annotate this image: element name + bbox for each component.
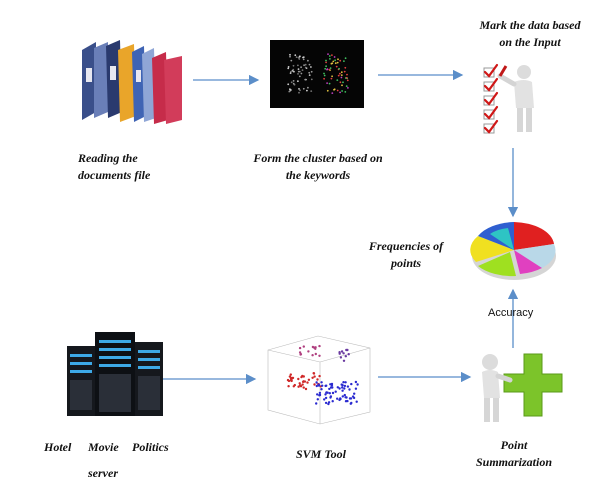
label-svm: SVM Tool: [296, 447, 346, 461]
label-frequencies: Frequencies of points: [350, 238, 462, 272]
binders-icon: [82, 40, 182, 124]
label-politics: Politics: [132, 440, 169, 454]
label-hotel: Hotel: [44, 440, 72, 454]
server-rack-icon: [67, 332, 163, 416]
label-point-line2: Summarization: [475, 455, 553, 469]
label-point-line1: Point: [500, 438, 528, 452]
label-reading-line2: documents file: [78, 168, 151, 182]
label-movie: Movie: [88, 440, 119, 454]
label-frequencies-line1: Frequencies of: [368, 239, 444, 253]
pie-chart-icon: [470, 222, 556, 280]
label-cluster: Form the cluster based on the keywords: [238, 150, 398, 184]
label-cluster-line2: the keywords: [285, 168, 351, 182]
label-frequencies-line2: points: [390, 256, 421, 270]
scatter-plot-icon: [267, 335, 371, 425]
checklist-figure-icon: [483, 63, 534, 134]
label-mark: Mark the data based on the Input: [462, 17, 598, 51]
label-cluster-line1: Form the cluster based on: [253, 151, 383, 165]
label-reading-line1: Reading the: [78, 151, 138, 165]
cluster-visualization-icon: [270, 40, 364, 108]
label-accuracy: Accuracy: [488, 307, 534, 319]
label-server: server: [88, 466, 118, 480]
plus-figure-icon: [482, 353, 563, 422]
label-point: Point Summarization: [458, 437, 570, 471]
label-reading: Reading the documents file: [78, 150, 150, 184]
label-mark-line1: Mark the data based: [479, 18, 581, 32]
label-mark-line2: on the Input: [499, 35, 561, 49]
